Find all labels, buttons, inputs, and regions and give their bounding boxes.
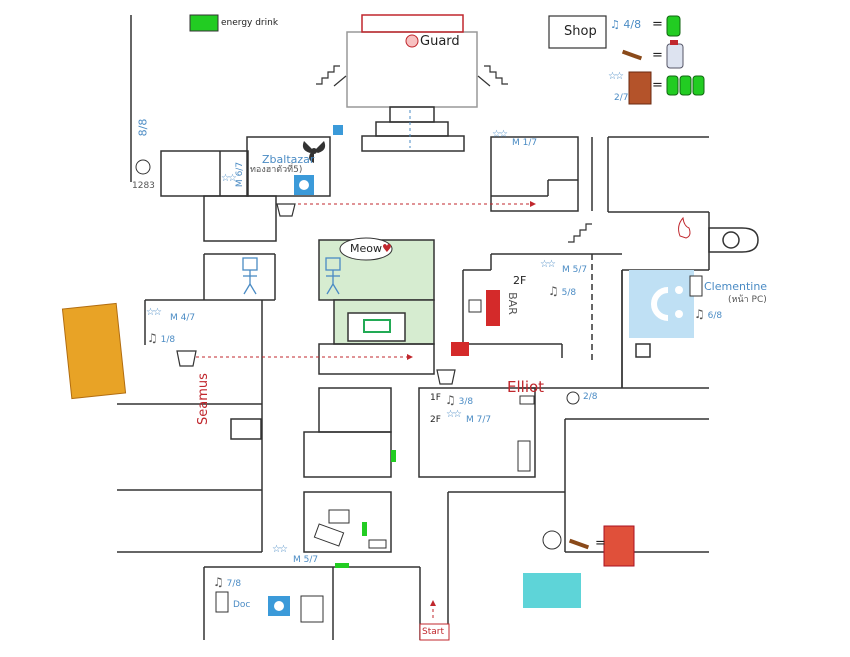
- left-music-value: 1/8: [160, 335, 176, 345]
- shop-row-1: ♫ 4/8: [610, 18, 642, 31]
- start-label[interactable]: Start: [422, 627, 444, 637]
- stars-icon: ☆☆: [608, 71, 624, 82]
- shop-row-1-value: 4/8: [623, 18, 642, 31]
- shop-title[interactable]: Shop: [564, 24, 597, 39]
- poster-item: [628, 71, 652, 105]
- stars-icon-6: ☆☆: [446, 409, 462, 420]
- clementine-console: [629, 270, 694, 338]
- wheel-icon: [722, 231, 740, 249]
- shop-equals-1: =: [652, 17, 663, 32]
- bag-poster: [603, 525, 635, 567]
- left-music: ♫ 1/8: [147, 332, 175, 345]
- bar-sign-text: BAR: [505, 292, 519, 315]
- music-note-icon-3: ♫: [147, 331, 158, 345]
- seamus-name: Seamus: [196, 373, 211, 425]
- bar-floor: 2F: [513, 274, 527, 287]
- music-note-icon: ♫: [548, 284, 559, 298]
- bar-music-value: 5/8: [561, 288, 577, 298]
- meow-text-value: Meow: [350, 242, 382, 255]
- meow-text: Meow♥: [350, 243, 392, 254]
- balthazar-sub: ทองฮาตัวที่5): [250, 165, 303, 175]
- legend-label: energy drink: [221, 18, 279, 28]
- music-note-icon-4: ♫: [445, 393, 456, 407]
- elliot-name: Elliot: [507, 378, 545, 396]
- elliot-1f-music-value: 3/8: [458, 397, 474, 407]
- energy-drink-swatch: [189, 14, 219, 32]
- elliot-1f: 1F: [430, 393, 441, 403]
- path-arrows: [196, 110, 530, 620]
- wrench-icon: [568, 49, 643, 550]
- doc-name: Doc: [233, 600, 251, 610]
- seamus-name-text: Seamus: [196, 373, 211, 425]
- music-note-icon-2: ♫: [694, 307, 705, 321]
- clementine-music: ♫ 6/8: [694, 308, 722, 321]
- shop-equals-3: =: [652, 78, 663, 93]
- heart-icon: ♥: [382, 242, 392, 255]
- equals-sign: =: [595, 536, 606, 551]
- elliot-m: M 7/7: [466, 415, 492, 425]
- bucket-icon: [176, 203, 456, 385]
- bottle-icon: [666, 40, 684, 69]
- doc-music-value: 7/8: [226, 579, 242, 589]
- start-box: [419, 623, 450, 641]
- clementine-name: Clementine: [704, 280, 768, 293]
- table-icon: [363, 319, 391, 333]
- person-icon: [242, 257, 341, 295]
- fan-icon: [302, 141, 326, 163]
- stars-icon-4: ☆☆: [540, 259, 556, 270]
- bar-m: M 5/7: [562, 265, 588, 275]
- clementine-sub: (หน้า PC): [728, 295, 767, 305]
- shop-equals-2: =: [652, 48, 663, 63]
- code-label: 1283: [132, 181, 155, 191]
- wall-poster: [61, 302, 127, 400]
- balthazar-m: M 6/7: [235, 161, 246, 188]
- clementine-music-value: 6/8: [707, 311, 723, 321]
- stairs-icon: [316, 65, 592, 243]
- doc-music: ♫ 7/8: [213, 576, 241, 589]
- shop-row-2: 2/7: [614, 93, 629, 103]
- stars-icon-2: ☆☆: [221, 173, 237, 184]
- bottom-m: M 5/7: [293, 555, 319, 565]
- top-right-m: M 1/7: [512, 138, 538, 148]
- music-note-icon-5: ♫: [213, 575, 224, 589]
- music-count-left: 8/8: [136, 118, 150, 137]
- elliot-1f-music: ♫ 3/8: [445, 394, 473, 407]
- bar-music: ♫ 5/8: [548, 285, 576, 298]
- elliot-2f: 2F: [430, 415, 441, 425]
- fire-icon: [678, 216, 691, 239]
- guard-label: Guard: [420, 34, 460, 49]
- energy-drink-icon: [666, 15, 705, 96]
- shop-box: [548, 15, 607, 49]
- speech-bubble: [339, 237, 393, 261]
- cyan-sign: [523, 573, 581, 608]
- right-music: 2/8: [583, 392, 598, 402]
- bar-sign: [486, 290, 500, 326]
- stars-icon-3: ☆☆: [492, 129, 508, 140]
- stars-icon-7: ☆☆: [272, 544, 288, 555]
- stars-icon-5: ☆☆: [146, 307, 162, 318]
- guard-face-icon: [405, 34, 419, 48]
- left-m: M 4/7: [170, 313, 196, 323]
- balthazar-name: Zbaltazar: [262, 153, 315, 166]
